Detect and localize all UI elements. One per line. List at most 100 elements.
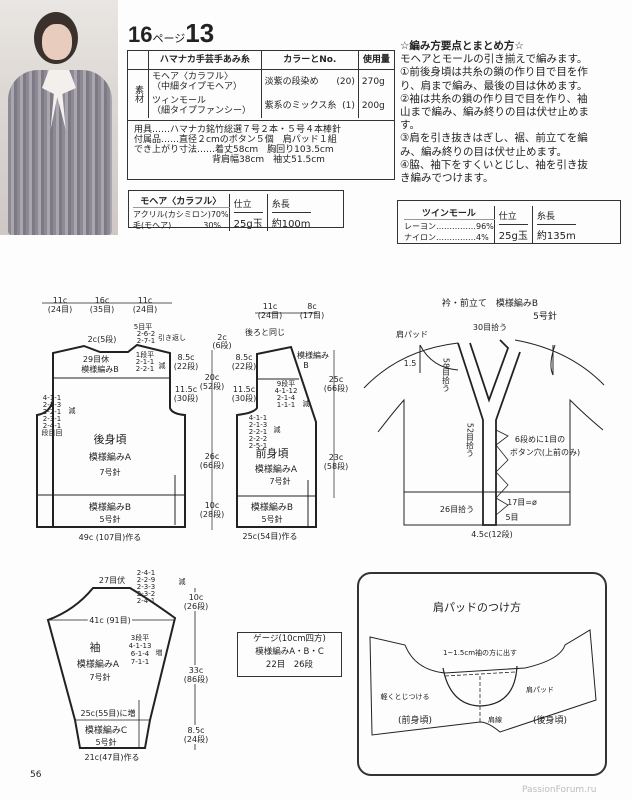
instruction-line: き編みでつけます。 [400,172,494,185]
header-yarn: ハマナカ手芸手あみ糸 [148,51,262,70]
instruction-line: ①前後身頃は共糸の鎖の作り目で目を作 [400,66,588,79]
note: 2-7-1 [137,337,155,345]
instructions: ☆編み方要点とまとめ方☆ モヘアとモールの引き揃えで編みます。 ①前後身頃は共糸… [400,40,632,185]
front-schematic: 11c(24目) 8c(17目) 後ろと同じ 2c(6段) 20c(52段) 2… [200,302,348,541]
note: 2-2-9 [137,576,155,584]
pattern-label: 模様編みA [255,463,298,475]
spec-name: ツインモール [404,206,495,221]
note: 2-2-2 [249,435,267,443]
note: 2-2-1 [249,428,267,436]
note: 4-1-13 [129,642,152,650]
note: 26目拾う [440,504,474,514]
instruction-line: す。 [400,119,420,132]
note: 段目回 [42,428,63,437]
piece-name: 袖 [90,640,101,654]
note: 2-1-1 [136,358,154,366]
header-color: カラーとNo. [260,51,359,70]
piece-name: 前身頃 [256,446,289,460]
instruction-line: モヘアとモールの引き揃えで編みます。 [400,53,588,66]
dim: (58段) [324,461,348,471]
dim: (52段) [200,381,224,391]
dim: (24目) [133,305,157,314]
yarn-type: （細タイプファンシー） [152,106,252,116]
note: 減 [274,425,281,434]
spec-comp: 毛(モヘア)…………30% [133,220,222,230]
pattern-title: 16ページ13 [128,18,214,49]
note: 2-6-2 [137,330,155,338]
yarn-name: モヘア〈カラフル〉 [152,72,234,82]
instruction-line: 山まで編み、編み終りの目は伏せ止めま [400,106,589,119]
note: 5目 [505,513,518,522]
note: 増 [156,648,163,657]
yarn-amount: 200g [357,94,394,118]
dim: 8.5c [187,726,204,735]
note: 17目=ø [507,498,537,507]
spec-header: 仕立 [498,207,528,225]
instruction-line: ④脇、袖下をすくいとじし、袖を引き抜 [400,158,588,171]
note: 58目拾う [442,358,451,392]
note: 2-1-3 [43,401,61,409]
note: 2-2-1 [136,365,154,373]
dim: 2c [217,333,227,342]
accessories-line: 付属品……直径２cmのボタン５個 肩パッド１組 [134,135,337,145]
note: 4-1-1 [43,394,61,402]
dim: (24目) [48,305,72,314]
shoulder-pad-box [357,572,607,776]
note: 2-3-3 [137,583,155,591]
note: 軽くとじつける [381,692,430,701]
note: 9段平 [277,379,295,388]
collar-schematic: 衿・前立て 模様編みB 5号針 30目拾う 肩パッド 1.5 58目拾う 52目… [363,297,605,539]
pattern-label: 模様編み [297,350,329,360]
spec-header: 糸長 [271,195,311,213]
dim: 4.5c(12段) [471,529,513,539]
dim: 20c [205,373,220,382]
spec-header: 仕立 [233,195,263,213]
note: 27目伏 [99,575,125,585]
dim: (28段) [200,509,224,519]
note: 6-1-4 [131,650,150,658]
model-photo [0,0,118,235]
tools-line: 用具……ハマナカ銘竹総選７号２本・５号４本棒針 [134,125,342,135]
diagram-title: 衿・前立て 模様編みB [442,297,538,309]
dim: 25c [329,375,344,384]
yarn-name: ツィンモール [152,96,207,106]
dim: (6段) [212,340,231,350]
materials-table: ハマナカ手芸手あみ糸カラーとNo.使用量 素材 モヘア〈カラフル〉（中細タイプモ… [127,50,395,180]
note: 肩パッド [396,329,428,339]
dim: 21c(47目)作る [85,752,140,762]
dim: 10c [189,593,204,602]
note: 2-4-1 [43,422,61,430]
gauge-value: 22目 26段 [265,660,314,670]
note: 4-1-12 [275,387,298,395]
note: 1-1-1 [277,401,295,409]
dim: 8.5c [177,353,194,362]
dim: (22段) [174,361,198,371]
note: 減 [179,577,186,586]
dim: (24段) [184,734,208,744]
note: 後ろと同じ [245,327,285,337]
dim: 11c [263,302,278,311]
header-amount: 使用量 [357,51,394,70]
note: (前身頃) [398,714,432,726]
needle-label: 5号針 [533,310,557,322]
note: 2-1-3 [249,421,267,429]
note: 減 [159,361,166,370]
dim: 8c [307,302,317,311]
spec-header: 糸長 [536,207,576,225]
pattern-label: 模様編みB [251,501,293,513]
note: 2-2-1 [43,408,61,416]
yarn-amount: 270g [357,69,394,94]
watermark: PassionForum.ru [522,785,597,795]
needle-label: 5号針 [99,514,120,524]
page-number: 56 [30,770,42,780]
needle-label: 7号針 [269,476,290,486]
note: 肩パッド [526,685,554,694]
page-ref: 16 [128,22,153,47]
sleeve-schematic: 27目伏 2-4-1 2-2-9 2-3-3 2-3-2 2-4-1 減 41c… [46,569,210,762]
gauge-title: ゲージ(10cm四方) [253,634,326,644]
pattern-label: 模様編みB [81,364,119,374]
